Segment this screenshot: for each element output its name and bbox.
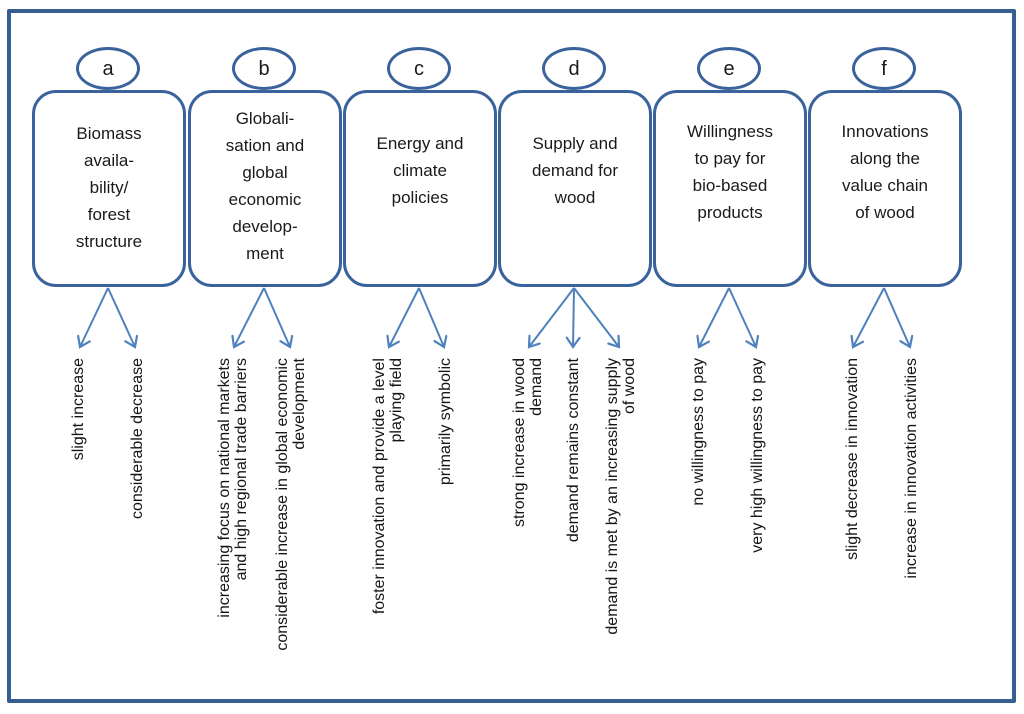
factor-c-letter: c — [414, 57, 424, 80]
factor-d-badge: d — [542, 47, 606, 90]
factor-e-title: Willingness to pay for bio-based product… — [687, 122, 773, 222]
factor-e-letter: e — [723, 57, 735, 80]
factor-f-badge: f — [852, 47, 916, 90]
factor-f-title: Innovations along the value chain of woo… — [841, 122, 929, 222]
factor-a-letter: a — [102, 57, 114, 80]
factor-c-box: Energy and climate policies — [343, 90, 497, 287]
factor-f-box: Innovations along the value chain of woo… — [808, 90, 962, 287]
diagram-frame — [7, 9, 1016, 703]
factor-b-badge: b — [232, 47, 296, 90]
factor-b-box: Globali- sation and global economic deve… — [188, 90, 342, 287]
factor-e-box: Willingness to pay for bio-based product… — [653, 90, 807, 287]
factor-b-title: Globali- sation and global economic deve… — [225, 109, 305, 263]
factor-a-title: Biomass availa- bility/ forest structure — [75, 124, 143, 251]
factor-d-letter: d — [568, 57, 580, 80]
factor-f-letter: f — [881, 57, 887, 80]
factor-c-badge: c — [387, 47, 451, 90]
factor-d-box: Supply and demand for wood — [498, 90, 652, 287]
factor-a-box: Biomass availa- bility/ forest structure — [32, 90, 186, 287]
factor-d-title: Supply and demand for wood — [532, 134, 618, 207]
factor-c-title: Energy and climate policies — [376, 134, 464, 207]
factor-b-letter: b — [258, 57, 270, 80]
factor-e-badge: e — [697, 47, 761, 90]
factor-a-badge: a — [76, 47, 140, 90]
